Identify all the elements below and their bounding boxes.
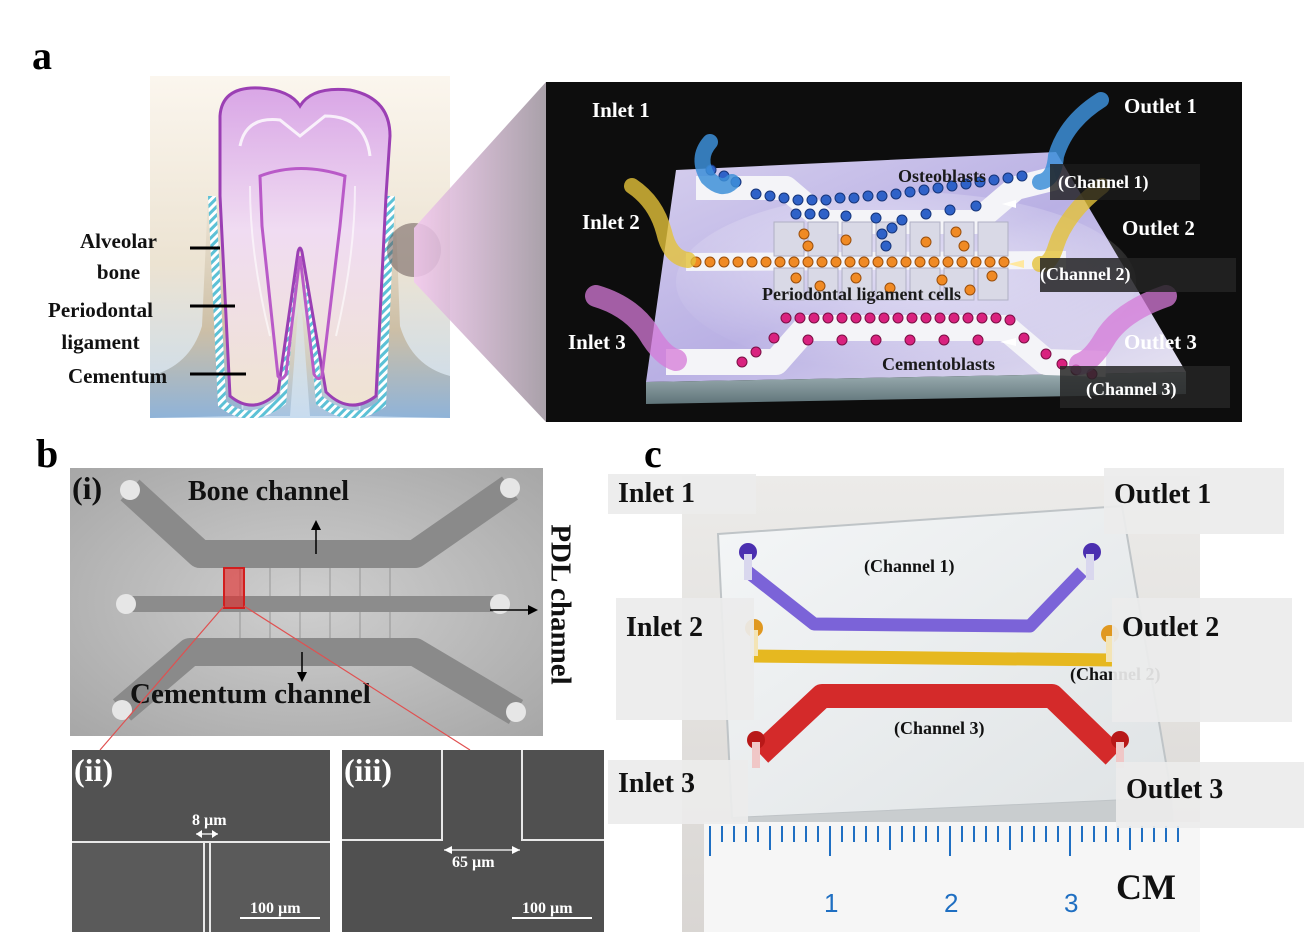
ruler-tick-3: 3 [1064,888,1079,918]
chip-inlet-1: Inlet 1 [592,98,650,122]
zoom-wedge [414,82,546,422]
device-photo-render [682,476,1200,932]
ruler-unit-cm: CM [1116,867,1176,907]
tooth-leader-lines [190,246,246,376]
micrograph-channels [70,468,543,736]
label-gap-65um: 65 µm [452,854,495,871]
label-osteoblasts: Osteoblasts [898,166,987,186]
label-cementum-channel: Cementum channel [130,678,371,710]
chip-channel-1: (Channel 1) [1058,172,1149,192]
scale-bar-iii: 100 µm [522,900,573,917]
chip-outlet-3: Outlet 3 [1124,330,1197,354]
panel-label-a: a [32,33,52,78]
photo-outlet-1: Outlet 1 [1104,468,1284,534]
photo-channel-1: (Channel 1) [864,556,955,576]
scale-bar-ii: 100 µm [250,900,301,917]
chip-schematic: Inlet 1 Inlet 2 Inlet 3 Outlet 1 Outlet … [546,82,1242,422]
label-alveolar-line1: Alveolar [80,229,157,253]
photo-inlet-3: Inlet 3 [608,760,748,824]
label-pdl-line2: ligament [61,330,140,354]
label-pdl-channel: PDL channel [544,524,577,685]
ruler-tick-2: 2 [944,888,959,918]
label-cementum: Cementum [68,364,168,388]
chip-3d-render [585,92,1236,408]
sem-image-ii: (ii) 8 µm 100 µm [72,750,330,932]
chip-channel-3: (Channel 3) [1086,379,1177,399]
micrograph-overview: (i) Bone channel Cementum channel [70,468,543,736]
sub-label-ii: (ii) [74,752,114,788]
photo-outlet-3: Outlet 3 [1116,762,1304,828]
chip-outlet-1: Outlet 1 [1124,94,1197,118]
photo-channel-3: (Channel 3) [894,718,985,738]
label-gap-8um: 8 µm [192,812,227,829]
label-alveolar-bone: Alveolar bone [80,226,157,288]
chip-inlet-2: Inlet 2 [582,210,640,234]
sem-image-iii: (iii) 65 µm 100 µm [342,750,604,932]
label-pdl-line1: Periodontal [48,298,153,322]
sem-iii-structure [342,750,604,932]
label-alveolar-line2: bone [96,260,141,284]
panel-label-c: c [644,431,662,476]
chip-outlet-2: Outlet 2 [1122,216,1195,240]
chip-channel-2: (Channel 2) [1040,264,1131,284]
sub-label-i: (i) [72,470,103,506]
label-cementoblasts: Cementoblasts [882,354,995,374]
photo-inlet-2: Inlet 2 [616,598,754,720]
label-periodontal-ligament: Periodontal ligament [48,294,153,358]
photo-inlet-1: Inlet 1 [608,474,756,514]
zoom-lines-b [99,605,471,751]
sub-label-iii: (iii) [344,752,392,788]
label-periodontal-ligament-cells: Periodontal ligament cells [762,284,961,304]
sem-ii-structure [72,750,330,932]
photo-outlet-2: Outlet 2 [1112,598,1292,722]
label-bone-channel: Bone channel [188,476,350,507]
panel-label-b: b [36,431,59,476]
ruler-tick-1: 1 [824,888,839,918]
chip-inlet-3: Inlet 3 [568,330,626,354]
